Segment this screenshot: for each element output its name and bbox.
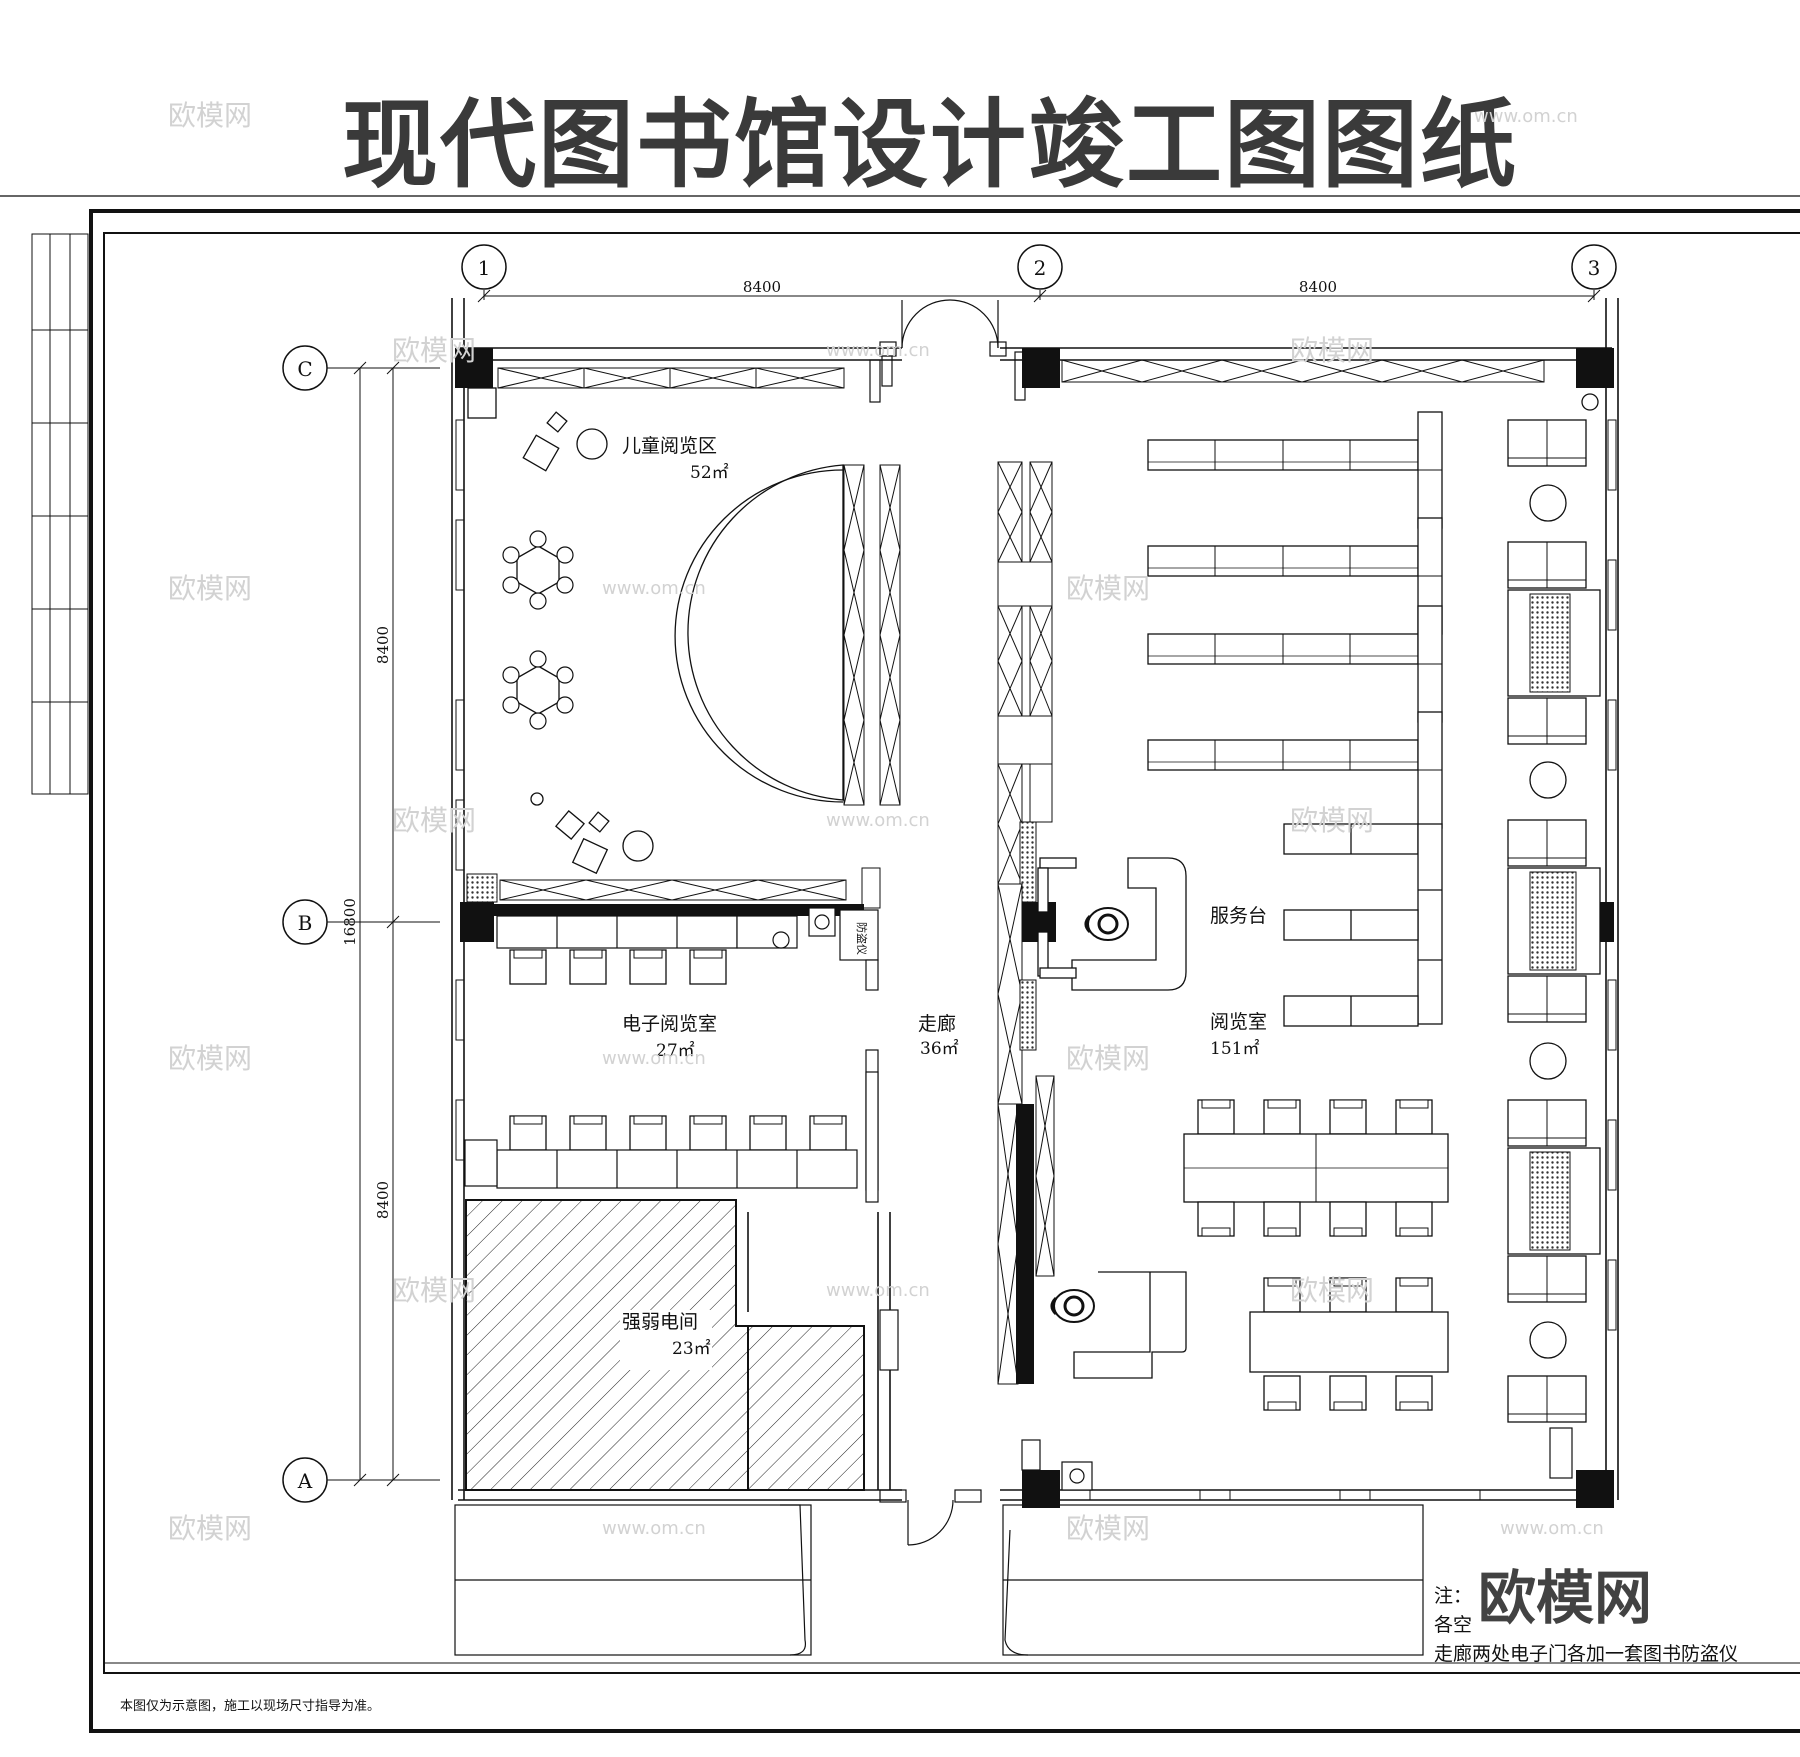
electronic-room-chairs-top <box>509 949 727 985</box>
dimension-lines <box>353 289 1601 1487</box>
room-name-children: 儿童阅览区 <box>622 435 717 457</box>
svg-text:A: A <box>297 1469 313 1493</box>
svg-text:欧模网: 欧模网 <box>168 1042 252 1075</box>
svg-text:www.om.cn: www.om.cn <box>826 1280 930 1301</box>
electronic-room-desks-top <box>496 907 879 991</box>
partition-shelves <box>466 867 881 909</box>
service-desk-lower <box>1050 1271 1187 1379</box>
svg-text:www.om.cn: www.om.cn <box>826 340 930 361</box>
top-bookshelves-right <box>1061 359 1545 383</box>
svg-text:www.om.cn: www.om.cn <box>826 810 930 831</box>
svg-text:C: C <box>297 357 312 381</box>
svg-text:欧模网: 欧模网 <box>1066 572 1150 605</box>
dim-span-c-b: 8400 <box>374 626 392 664</box>
watermarks: 欧模网 www.om.cn 欧模网 www.om.cn 欧模网 欧模网 www.… <box>168 99 1652 1632</box>
dim-span-b-a: 8400 <box>374 1181 392 1219</box>
grid-bubble-b: B <box>282 899 328 945</box>
title-block-strip <box>31 233 89 795</box>
room-area-electronic: 27㎡ <box>656 1041 695 1061</box>
electronic-room-desks-bottom <box>464 1049 879 1191</box>
room-name-service: 服务台 <box>1210 905 1267 927</box>
lounge-sofas <box>1507 393 1601 1423</box>
anti-theft-label: 防盗仪 <box>855 922 869 955</box>
svg-text:欧模网: 欧模网 <box>168 99 252 132</box>
room-area-children: 52㎡ <box>690 463 729 483</box>
room-area-electrical: 23㎡ <box>672 1339 711 1359</box>
room-name-corridor: 走廊 <box>918 1013 956 1035</box>
room-area-corridor: 36㎡ <box>920 1039 959 1059</box>
svg-text:www.om.cn: www.om.cn <box>602 578 706 599</box>
svg-text:B: B <box>298 911 313 935</box>
room-name-reading: 阅览室 <box>1210 1011 1267 1033</box>
svg-text:www.om.cn: www.om.cn <box>1474 106 1578 127</box>
svg-text:www.om.cn: www.om.cn <box>602 1048 706 1069</box>
room-name-electronic: 电子阅览室 <box>622 1013 717 1035</box>
svg-text:欧模网: 欧模网 <box>168 572 252 605</box>
svg-text:www.om.cn: www.om.cn <box>1500 1518 1604 1539</box>
top-bookshelves-left <box>497 367 845 389</box>
svg-text:欧模网: 欧模网 <box>1066 1042 1150 1075</box>
note-line-3: 走廊两处电子门各加一套图书防盗仪 <box>1434 1643 1738 1665</box>
svg-text:欧模网: 欧模网 <box>392 804 476 837</box>
entrance-door-top <box>869 299 1026 403</box>
electronic-room-chairs-bottom <box>509 1115 847 1151</box>
grid-bubble-a: A <box>282 1457 328 1503</box>
svg-text:欧模网: 欧模网 <box>1066 1512 1150 1545</box>
svg-text:1: 1 <box>478 256 491 280</box>
corridor-shelves <box>997 461 1055 1385</box>
reading-tables <box>1183 1099 1449 1411</box>
room-area-reading: 151㎡ <box>1210 1039 1259 1059</box>
svg-text:欧模网: 欧模网 <box>168 1512 252 1545</box>
note-line-1: 注： <box>1434 1585 1472 1607</box>
svg-text:2: 2 <box>1034 256 1047 280</box>
svg-text:欧模网: 欧模网 <box>1290 1274 1374 1307</box>
grid-bubble-2: 2 <box>1017 244 1063 290</box>
svg-text:3: 3 <box>1588 256 1601 280</box>
drawing-title: 现代图书馆设计竣工图图纸 <box>342 89 1518 201</box>
grid-bubble-c: C <box>282 345 328 391</box>
svg-text:欧模网: 欧模网 <box>392 1274 476 1307</box>
svg-text:欧模网: 欧模网 <box>1290 334 1374 367</box>
entrance-door-bottom <box>879 1489 982 1546</box>
svg-text:欧模网: 欧模网 <box>1290 804 1374 837</box>
grid-axes <box>325 290 1595 1481</box>
drawing-border <box>89 209 1800 1733</box>
dim-span-2-3: 8400 <box>1299 278 1337 296</box>
grid-bubble-1: 1 <box>461 244 507 290</box>
dim-span-1-2: 8400 <box>743 278 781 296</box>
room-name-electrical: 强弱电间 <box>622 1311 698 1333</box>
footer-note: 本图仅为示意图，施工以现场尺寸指导为准。 <box>120 1698 380 1714</box>
children-zone-shelves <box>843 464 901 806</box>
svg-text:欧模网: 欧模网 <box>392 334 476 367</box>
dim-total: 16800 <box>341 898 359 946</box>
service-desk <box>1037 857 1187 991</box>
children-zone-furniture <box>467 387 844 875</box>
svg-text:www.om.cn: www.om.cn <box>602 1518 706 1539</box>
reading-room-shelves <box>1147 411 1443 1027</box>
note-line-2: 各空 <box>1434 1614 1472 1636</box>
grid-bubble-3: 3 <box>1571 244 1617 290</box>
big-watermark: 欧模网 <box>1478 1564 1652 1632</box>
